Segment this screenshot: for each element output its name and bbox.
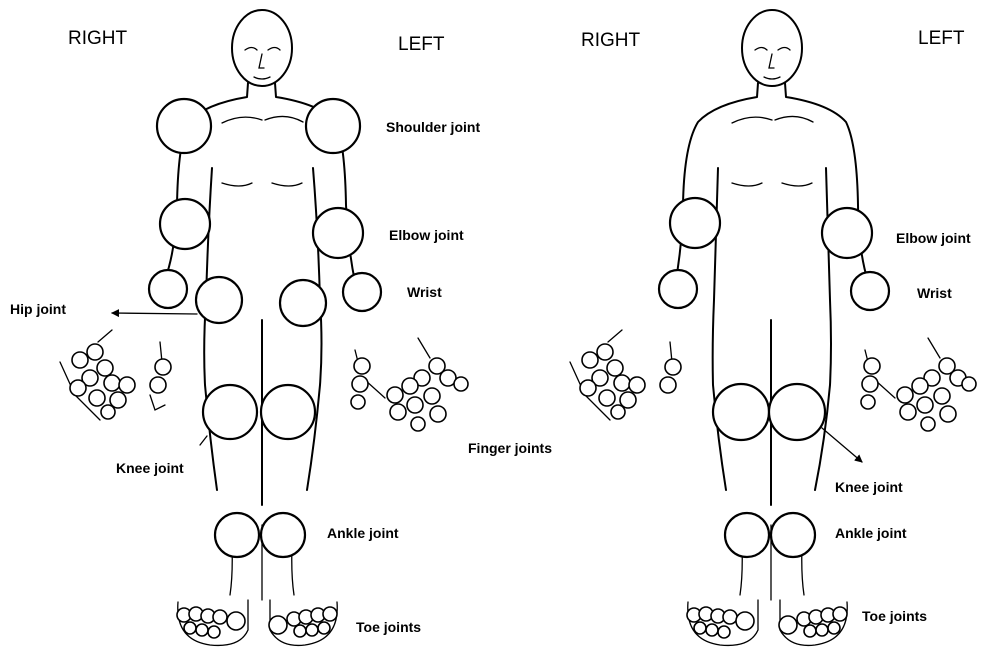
ankle-joint-label: Ankle joint xyxy=(327,525,399,541)
figure-right-knee-joint-label: Knee joint xyxy=(835,479,903,495)
toe-joints-label: Toe joints xyxy=(356,619,421,635)
figure-left-right-foot xyxy=(177,600,248,645)
right-elbow-joint xyxy=(160,199,210,249)
knee-joint-label: Knee joint xyxy=(116,460,184,476)
figure-right-left-ankle-joint xyxy=(771,513,815,557)
figure-left-left-hand xyxy=(351,338,468,431)
figure-right-side-left-label: LEFT xyxy=(918,28,965,49)
figure-right-right-knee-joint xyxy=(713,384,769,440)
figure-right: RIGHT LEFT xyxy=(570,10,976,645)
figure-left: RIGHT LEFT xyxy=(10,10,552,645)
figure-right-side-right-label: RIGHT xyxy=(581,30,641,51)
hip-joint-arrow xyxy=(112,313,197,314)
shoulder-joint-label: Shoulder joint xyxy=(386,119,480,135)
figure-right-elbow-joint-label: Elbow joint xyxy=(896,230,971,246)
figure-left-side-right-label: RIGHT xyxy=(68,28,128,49)
figure-right-head xyxy=(742,10,802,86)
figure-right-ankle-joint-label: Ankle joint xyxy=(835,525,907,541)
figure-right-left-knee-joint xyxy=(769,384,825,440)
left-hip-joint xyxy=(280,280,326,326)
right-knee-joint xyxy=(203,385,257,439)
hip-joint-label: Hip joint xyxy=(10,301,66,317)
right-shoulder-joint xyxy=(157,99,211,153)
figure-left-left-foot xyxy=(269,600,337,645)
finger-joints-label: Finger joints xyxy=(468,440,552,456)
right-wrist-joint xyxy=(149,270,187,308)
figure-right-knee-joint-arrow xyxy=(822,428,862,462)
figure-right-right-hand xyxy=(570,330,681,420)
figure-right-left-elbow-joint xyxy=(822,208,872,258)
left-ankle-joint xyxy=(261,513,305,557)
figure-right-right-wrist-joint xyxy=(659,270,697,308)
figure-right-left-hand xyxy=(861,338,976,431)
left-shoulder-joint xyxy=(306,99,360,153)
figure-right-wrist-label: Wrist xyxy=(917,285,952,301)
wrist-label: Wrist xyxy=(407,284,442,300)
knee-joint-pointer xyxy=(200,436,207,445)
figure-left-head xyxy=(232,10,292,86)
figure-right-right-ankle-joint xyxy=(725,513,769,557)
right-hip-joint xyxy=(196,277,242,323)
figure-right-right-elbow-joint xyxy=(670,198,720,248)
figure-left-side-left-label: LEFT xyxy=(398,34,445,55)
elbow-joint-label: Elbow joint xyxy=(389,227,464,243)
left-elbow-joint xyxy=(313,208,363,258)
figure-right-right-foot xyxy=(687,600,758,645)
right-ankle-joint xyxy=(215,513,259,557)
left-knee-joint xyxy=(261,385,315,439)
figure-right-left-wrist-joint xyxy=(851,272,889,310)
figure-right-left-foot xyxy=(779,600,847,645)
left-wrist-joint xyxy=(343,273,381,311)
figure-left-right-hand xyxy=(60,330,171,420)
figure-right-toe-joints-label: Toe joints xyxy=(862,608,927,624)
